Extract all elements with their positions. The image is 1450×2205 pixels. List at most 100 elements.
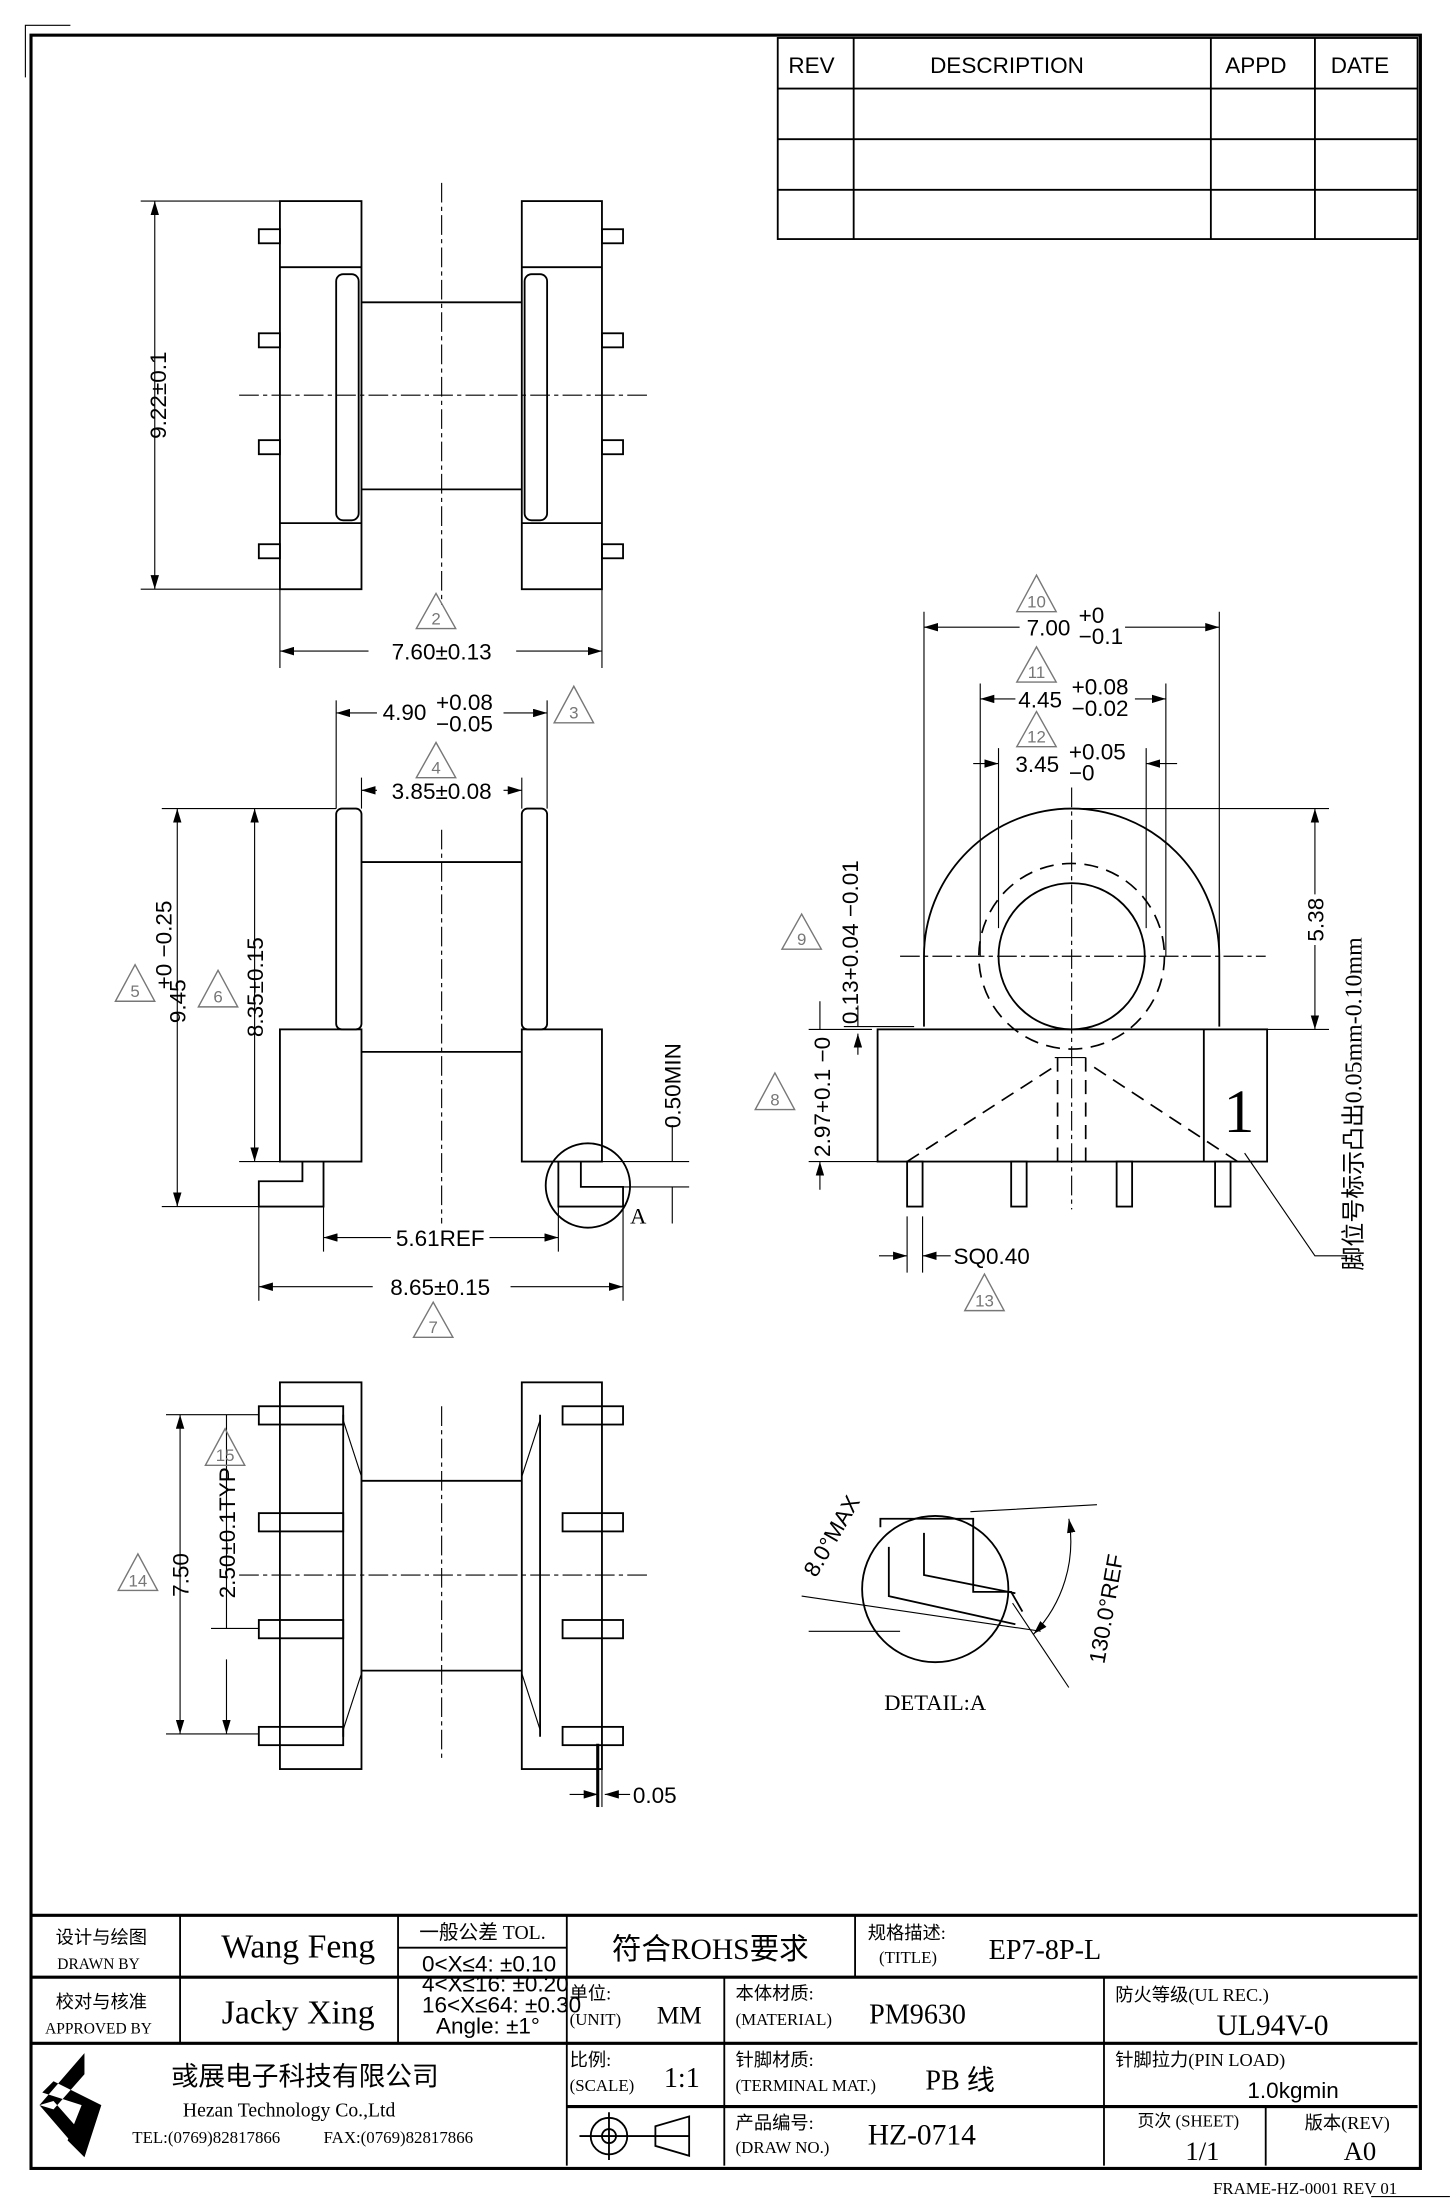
note-triangle: 2 bbox=[431, 609, 440, 628]
pinload-label: 针脚拉力(PIN LOAD) bbox=[1115, 2050, 1285, 2071]
note-triangle: 9 bbox=[797, 930, 806, 949]
company-name-en: Hezan Technology Co.,Ltd bbox=[183, 2099, 396, 2121]
dim-385: 3.85±0.08 bbox=[392, 779, 492, 804]
dim-835: 8.35±0.15 bbox=[243, 937, 268, 1037]
part-title: EP7-8P-L bbox=[989, 1935, 1101, 1966]
note-triangle: 7 bbox=[429, 1318, 438, 1337]
side-view: 1 7.00 +0 −0.1 10 4.45 +0.08 −0.02 11 3.… bbox=[754, 573, 1367, 1312]
unit: MM bbox=[657, 2002, 702, 2030]
description-header: DESCRIPTION bbox=[930, 53, 1084, 78]
note-triangle: 11 bbox=[1028, 663, 1046, 682]
company-fax: FAX:(0769)82817866 bbox=[324, 2128, 474, 2147]
material-label-cn: 本体材质: bbox=[736, 1984, 814, 2004]
tolerance-title: 一般公差 TOL. bbox=[419, 1922, 545, 1944]
terminal-label-en: (TERMINAL MAT.) bbox=[736, 2076, 876, 2095]
dim-490: 4.90 bbox=[383, 700, 427, 725]
dim-445-minus: −0.02 bbox=[1072, 696, 1129, 721]
pin1-mark: 1 bbox=[1224, 1078, 1255, 1146]
detail-label: DETAIL:A bbox=[884, 1690, 987, 1715]
scale: 1:1 bbox=[664, 2063, 700, 2094]
material: PM9630 bbox=[869, 2000, 966, 2031]
note-triangle: 14 bbox=[129, 1571, 148, 1590]
approved-by-label-cn: 校对与核准 bbox=[56, 1992, 147, 2012]
angle-max: 8.0°MAX bbox=[799, 1491, 865, 1581]
sheet-label: 页次 (SHEET) bbox=[1138, 2111, 1240, 2130]
dim-750: 7.50 bbox=[169, 1553, 194, 1597]
material-label-en: (MATERIAL) bbox=[736, 2010, 832, 2029]
dim-700: 7.00 bbox=[1027, 616, 1071, 641]
dim-445-plus: +0.08 bbox=[1072, 675, 1129, 700]
pin-load: 1.0kgmin bbox=[1247, 2078, 1338, 2103]
dim-561: 5.61REF bbox=[396, 1226, 485, 1251]
dim-345-minus: −0 bbox=[1069, 760, 1095, 785]
dim-700-plus: +0 bbox=[1079, 603, 1105, 628]
terminal-material: PB 线 bbox=[925, 2065, 995, 2097]
dim-sq: SQ0.40 bbox=[954, 1244, 1030, 1269]
note-triangle: 15 bbox=[216, 1446, 235, 1465]
tolerance-line: Angle: ±1° bbox=[436, 2013, 540, 2038]
rev-header: REV bbox=[788, 53, 834, 78]
dim-490-minus: −0.05 bbox=[436, 711, 493, 736]
revision: A0 bbox=[1344, 2136, 1377, 2166]
sheet: 1/1 bbox=[1185, 2136, 1219, 2166]
drawing-number: HZ-0714 bbox=[868, 2120, 976, 2152]
company-logo bbox=[39, 2053, 102, 2158]
detail-a-label: A bbox=[630, 1203, 647, 1228]
dim-250: 2.50±0.1TYP bbox=[215, 1467, 240, 1598]
tolerance-line: 16<X≤64: ±0.30 bbox=[422, 1992, 581, 2017]
note-triangle: 3 bbox=[569, 704, 578, 723]
dim-297: 2.97+0.1 −0 bbox=[810, 1037, 835, 1157]
rev-label: 版本(REV) bbox=[1305, 2113, 1390, 2134]
dim-945: 9.45 bbox=[166, 979, 191, 1023]
dim-490-plus: +0.08 bbox=[436, 690, 493, 715]
company-tel: TEL:(0769)82817866 bbox=[132, 2128, 280, 2147]
scale-label-en: (SCALE) bbox=[570, 2076, 635, 2095]
pin-mark-note: 脚位号标示凸出0.05mm-0.10mm bbox=[1340, 937, 1367, 1271]
dim-height: 9.22±0.1 bbox=[146, 351, 171, 438]
drawing-frame bbox=[24, 24, 1450, 2198]
dim-013: 0.13+0.04 −0.01 bbox=[838, 860, 863, 1024]
approved-by: Jacky Xing bbox=[222, 1995, 375, 2032]
drawn-by: Wang Feng bbox=[221, 1929, 375, 1966]
title-block: 设计与绘图 DRAWN BY Wang Feng 校对与核准 APPROVED … bbox=[31, 1913, 1418, 2198]
dim-865: 8.65±0.15 bbox=[390, 1275, 490, 1300]
note-triangle: 8 bbox=[770, 1090, 779, 1109]
tolerance-line: 0<X≤4: ±0.10 bbox=[422, 1952, 556, 1977]
tolerance-line: 4<X≤16: ±0.20 bbox=[422, 1971, 569, 1996]
date-header: DATE bbox=[1331, 53, 1389, 78]
angle-ref: 130.0°REF bbox=[1085, 1552, 1129, 1665]
title-label-en: (TITLE) bbox=[879, 1948, 937, 1967]
dim-005: 0.05 bbox=[633, 1783, 677, 1808]
rohs-compliance: 符合ROHS要求 bbox=[612, 1933, 809, 1966]
drawno-label-cn: 产品编号: bbox=[736, 2113, 814, 2133]
projection-symbol bbox=[579, 2112, 691, 2160]
approved-by-label-en: APPROVED BY bbox=[45, 2020, 152, 2037]
drawn-by-label-en: DRAWN BY bbox=[57, 1956, 139, 1973]
note-triangle: 12 bbox=[1027, 728, 1046, 747]
pins bbox=[257, 1405, 624, 1747]
company-name-cn: 彧展电子科技有限公司 bbox=[172, 2061, 439, 2091]
detail-a-circle bbox=[544, 1142, 631, 1229]
scale-label-cn: 比例: bbox=[570, 2050, 612, 2070]
appd-header: APPD bbox=[1225, 53, 1286, 78]
note-triangle: 13 bbox=[975, 1291, 994, 1310]
dim-945-tol: +0 −0.25 bbox=[152, 901, 177, 990]
unit-label-cn: 单位: bbox=[570, 1984, 612, 2004]
drawn-by-label-cn: 设计与绘图 bbox=[56, 1927, 147, 1947]
drawno-label-en: (DRAW NO.) bbox=[736, 2138, 830, 2157]
detail-a: 8.0°MAX 130.0°REF DETAIL:A bbox=[799, 1491, 1129, 1715]
dim-445: 4.45 bbox=[1018, 687, 1062, 712]
note-triangle: 5 bbox=[130, 982, 139, 1001]
title-label-cn: 规格描述: bbox=[868, 1923, 946, 1943]
dim-345-plus: +0.05 bbox=[1069, 739, 1126, 764]
dim-700-minus: −0.1 bbox=[1079, 624, 1123, 649]
frame-id: FRAME-HZ-0001 REV 01 bbox=[1213, 2179, 1397, 2198]
dim-345: 3.45 bbox=[1015, 752, 1059, 777]
note-triangle: 4 bbox=[431, 758, 440, 777]
dim-width: 7.60±0.13 bbox=[392, 640, 492, 665]
pins bbox=[257, 228, 624, 560]
note-triangle: 6 bbox=[213, 988, 222, 1007]
dim-050: 0.50MIN bbox=[661, 1043, 686, 1128]
bottom-view: 7.50 14 2.50±0.1TYP 15 0.05 bbox=[117, 1381, 677, 1808]
